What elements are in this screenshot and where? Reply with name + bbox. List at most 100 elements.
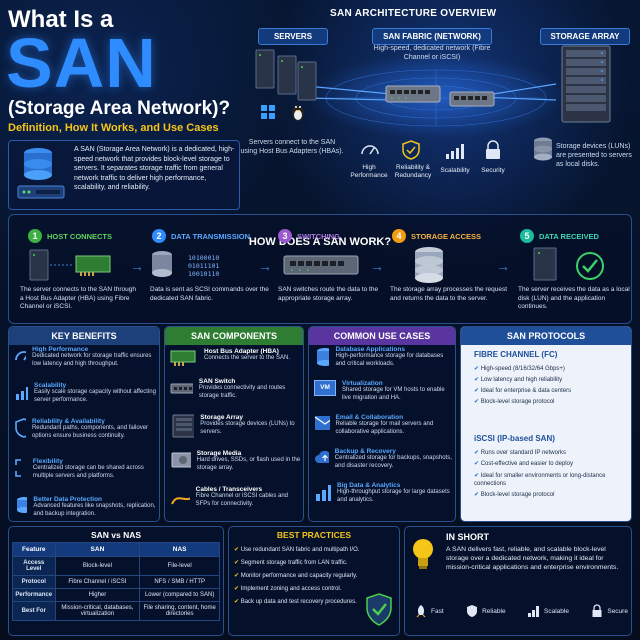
iscsi-bullet: Cost-effective and easier to deploy: [480, 461, 573, 467]
table-cell: File-level: [139, 556, 220, 576]
arrow-right-icon: →: [496, 258, 510, 274]
step-2-number: 2: [152, 229, 166, 243]
component-desc: Connects the server to the SAN.: [204, 355, 291, 361]
check-icon: ✔: [474, 366, 481, 372]
step-1-title: HOST CONNECTS: [47, 232, 113, 241]
arrow-right-icon: →: [258, 258, 272, 274]
usecases-title: COMMON USE CASES: [309, 327, 455, 345]
usecase-title: Email & Collaboration: [335, 414, 404, 421]
scalability-bars-icon: [446, 144, 464, 159]
check-icon: ✔: [234, 586, 241, 592]
benefit-desc: Easily scale storage capacity without af…: [33, 389, 156, 403]
iscsi-bullet: Ideal for smaller environments or long-d…: [474, 473, 606, 487]
in-short-text: A SAN delivers fast, reliable, and scala…: [446, 546, 619, 571]
step-4-description: The storage array processes the request …: [390, 286, 508, 302]
check-icon: ✔: [474, 473, 481, 479]
shield-icon: [15, 418, 26, 438]
check-icon: ✔: [234, 560, 241, 566]
benefit-desc: Dedicated network for storage traffic en…: [32, 353, 152, 367]
binary-line: 01011101: [188, 262, 220, 270]
database-protection-icon: [17, 497, 28, 513]
hard-drive-icon: [171, 452, 191, 468]
lock-icon: [486, 140, 500, 159]
usecase-desc: Reliable storage for mail servers and co…: [335, 421, 434, 435]
server-received-icon: [533, 247, 604, 281]
step-4-number: 4: [392, 229, 406, 243]
best-practices-title: BEST PRACTICES: [276, 530, 352, 540]
fc-bullet: Ideal for enterprise & data centers: [480, 388, 572, 394]
shield-check-icon: [366, 593, 392, 626]
in-short-badges: Fast Reliable Scalable Secure: [414, 604, 628, 618]
storage-array-icon: [172, 414, 195, 438]
column-header: NAS: [139, 542, 220, 557]
table-cell: Protocol: [12, 575, 56, 589]
tagline: Definition, How It Works, and Use Cases: [8, 122, 219, 134]
best-practice-item: Use redundant SAN fabric and multipath I…: [240, 547, 360, 553]
check-icon: ✔: [474, 399, 481, 405]
architecture-title: SAN ARCHITECTURE OVERVIEW: [330, 8, 497, 19]
table-cell: NFS / SMB / HTTP: [139, 575, 220, 589]
step-1-number: 1: [28, 229, 42, 243]
switch-icon: [283, 255, 359, 275]
san-switch-icon: [449, 91, 495, 107]
feature-scalability: Scalability: [440, 167, 470, 174]
database-icon: [317, 348, 330, 366]
component-desc: Hard drives, SSDs, or flash used in the …: [196, 457, 301, 471]
feature-reliability: Reliability & Redundancy: [394, 164, 432, 179]
data-disk-icon: [152, 251, 172, 277]
switch-icon: [170, 383, 193, 394]
linux-icon: [292, 105, 304, 121]
column-header: Feature: [12, 542, 56, 557]
protocols-panel: [460, 326, 632, 522]
table-cell: File sharing, content, home directories: [139, 601, 220, 621]
table-row: Performance Higher Lower (compared to SA…: [12, 588, 220, 602]
table-cell: Mission-critical, databases, virtualizat…: [54, 601, 141, 621]
servers-label: SERVERS: [258, 28, 328, 45]
cable-icon: [171, 497, 190, 505]
intro-text: A SAN (Storage Area Network) is a dedica…: [74, 146, 235, 191]
title-san: SAN: [6, 24, 157, 102]
arrow-right-icon: →: [370, 258, 384, 274]
fc-title: FIBRE CHANNEL (FC): [474, 350, 558, 359]
usecase-desc: High-performance storage for databases a…: [335, 353, 444, 367]
fabric-description: High-speed, dedicated network (Fibre Cha…: [373, 45, 491, 61]
best-practice-item: Implement zoning and access control.: [240, 586, 342, 592]
storage-stack-icon: [415, 247, 443, 283]
benefit-title: Scalability: [33, 382, 67, 389]
database-server-icon: [17, 148, 65, 199]
best-practice-item: Segment storage traffic from LAN traffic…: [240, 560, 348, 566]
servers-note: Servers connect to the SAN using Host Bu…: [240, 139, 344, 155]
badge-scalable: Scalable: [544, 607, 569, 615]
check-icon: ✔: [474, 388, 481, 394]
component-desc: Fibre Channel or iSCSI cables and SFPs f…: [195, 493, 289, 507]
usecase-title: Virtualization: [342, 380, 383, 387]
binary-line: 10100010: [188, 254, 220, 262]
benefit-desc: Advanced features like snapshots, replic…: [33, 503, 156, 517]
step-3-title: SWITCHING: [297, 232, 340, 241]
table-cell: Block-level: [54, 556, 141, 576]
usecase-desc: Shared storage for VM hosts to enable li…: [342, 387, 445, 401]
check-icon: ✔: [474, 450, 481, 456]
hba-card-icon: [170, 350, 196, 366]
benefit-desc: Redundant paths, components, and failove…: [31, 425, 149, 439]
shield-icon: [467, 605, 478, 617]
benefit-title: Better Data Protection: [33, 496, 103, 503]
table-cell: Fibre Channel / iSCSI: [54, 575, 141, 589]
step-5-description: The server receives the data as a local …: [518, 286, 630, 310]
benefit-title: Reliability & Availability: [31, 418, 105, 425]
component-desc: Provides connectivity and routes storage…: [198, 385, 286, 399]
usecase-title: Database Applications: [335, 346, 405, 353]
step-3-number: 3: [278, 229, 292, 243]
speedometer-icon: [361, 145, 379, 155]
badge-secure: Secure: [607, 607, 628, 615]
iscsi-bullets: ✔ Runs over standard IP networks ✔ Cost-…: [474, 448, 628, 501]
server-rack-icon: [255, 49, 317, 101]
fabric-label: SAN FABRIC (NETWORK): [372, 28, 492, 45]
step-3-description: SAN switches route the data to the appro…: [278, 286, 379, 302]
fc-bullet: Block-level storage protocol: [480, 399, 555, 405]
badge-reliable: Reliable: [482, 607, 506, 615]
check-icon: ✔: [474, 492, 481, 498]
badge-fast: Fast: [431, 607, 444, 615]
iscsi-title: iSCSI (IP-based SAN): [474, 434, 555, 443]
